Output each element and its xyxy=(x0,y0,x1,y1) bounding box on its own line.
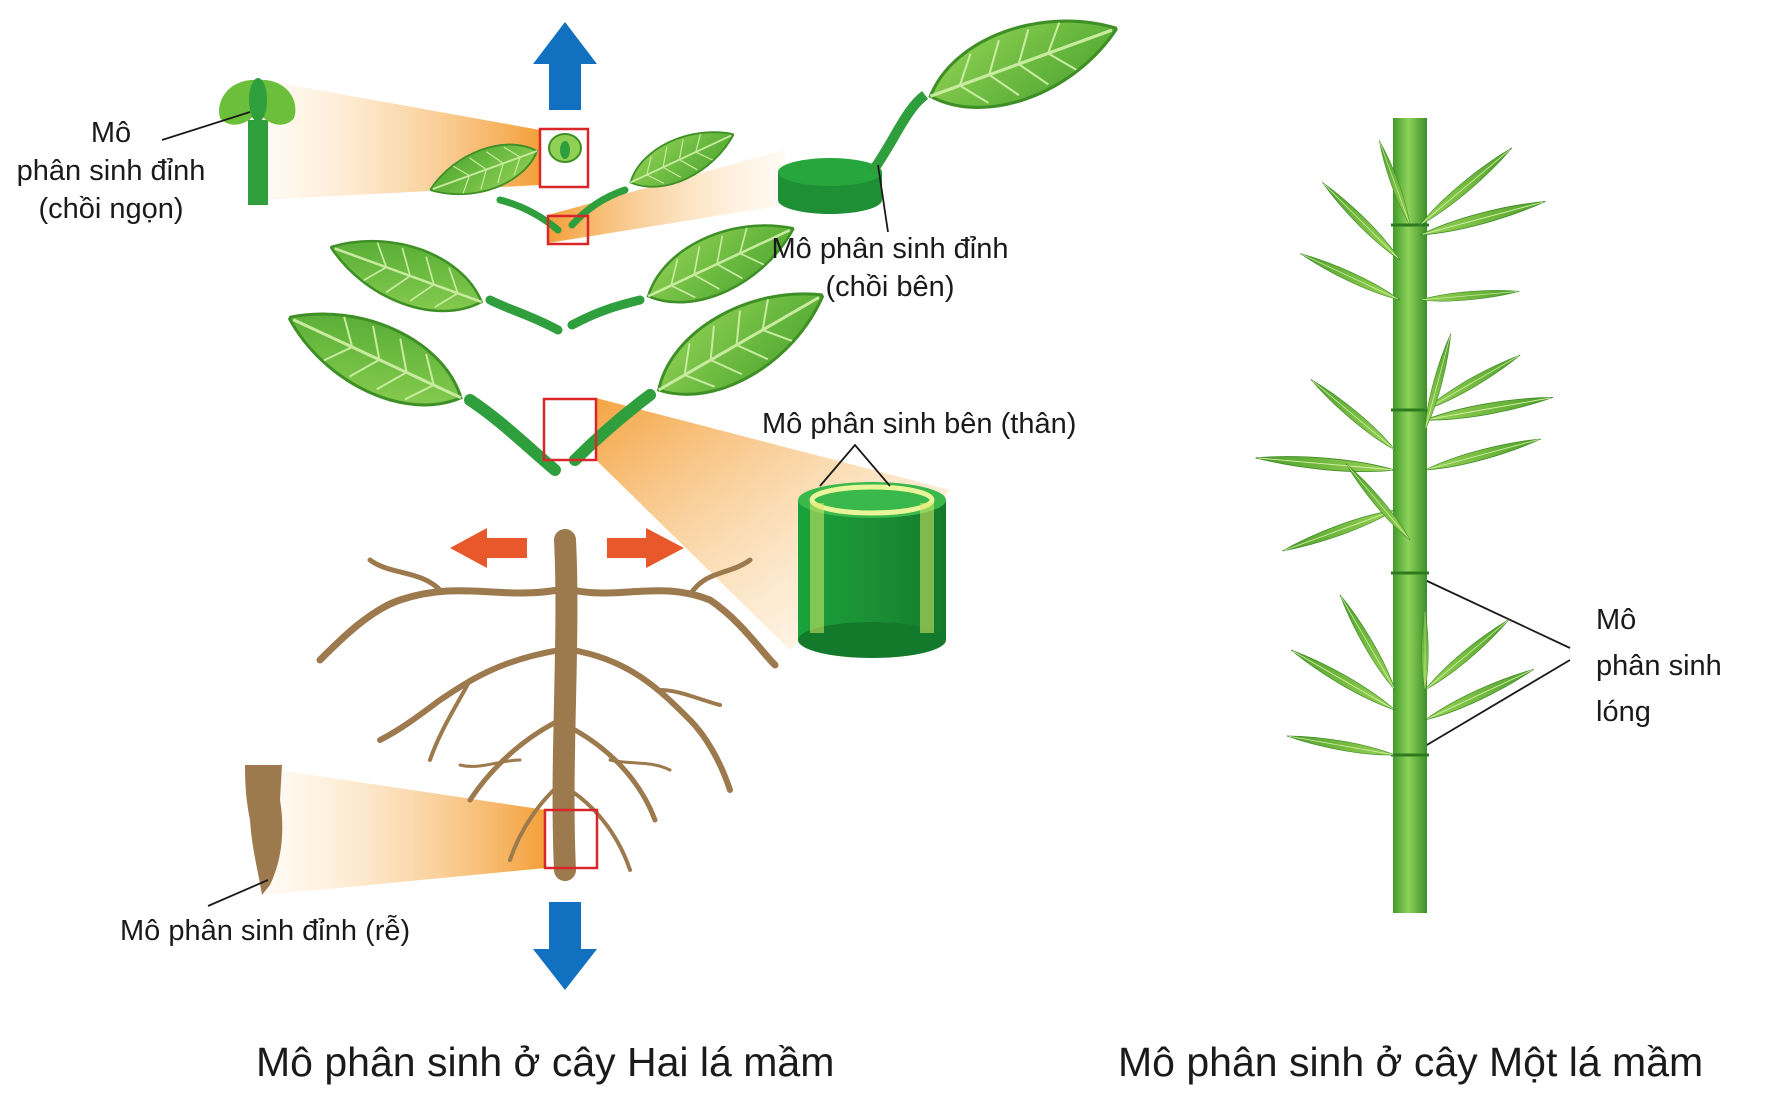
apex-bud xyxy=(548,133,582,163)
label-apical-shoot-line1: Mô xyxy=(90,117,132,149)
highlight-boxes xyxy=(538,127,599,870)
box-apical-shoot xyxy=(538,127,590,189)
label-apical-root: Mô phân sinh đỉnh (rễ) xyxy=(120,915,411,947)
callout-beam-root xyxy=(265,768,546,895)
label-apical-shoot-line2: phân sinh đỉnh xyxy=(16,155,206,187)
label-intercalary-line3: lóng xyxy=(1596,696,1651,728)
label-apical-lateral: Mô phân sinh đỉnh (chồi bên) xyxy=(745,230,1035,306)
inset-lateral-bud xyxy=(778,0,1131,214)
label-intercalary-line1: Mô xyxy=(1596,604,1637,636)
label-apical-lateral-line2: (chồi bên) xyxy=(825,271,955,303)
arrow-down xyxy=(533,902,597,990)
box-lateral-stem xyxy=(542,397,598,462)
label-apical-shoot: Mô phân sinh đỉnh (chồi ngọn) xyxy=(6,114,216,228)
arrow-up xyxy=(533,22,597,110)
callout-beam-lateral-bud xyxy=(548,150,785,243)
box-lateral-bud xyxy=(546,214,590,246)
arrow-right xyxy=(607,528,684,568)
label-apical-lateral-line1: Mô phân sinh đỉnh xyxy=(771,233,1009,265)
root-system xyxy=(316,529,779,881)
inset-stem-cylinder xyxy=(798,482,946,658)
growth-arrows xyxy=(450,22,684,990)
bamboo-plant xyxy=(1254,118,1555,913)
caption-dicot: Mô phân sinh ở cây Hai lá mầm xyxy=(256,1039,835,1085)
leader-lines xyxy=(161,111,1571,907)
label-apical-shoot-line3: (chồi ngọn) xyxy=(38,193,184,225)
label-intercalary-line2: phân sinh xyxy=(1596,650,1722,682)
arrow-left xyxy=(450,528,527,568)
callout-beam-lateral-stem xyxy=(596,398,950,650)
caption-monocot: Mô phân sinh ở cây Một lá mầm xyxy=(1118,1039,1704,1085)
label-lateral-stem: Mô phân sinh bên (thân) xyxy=(762,408,1077,440)
inset-root-tip xyxy=(245,765,283,895)
label-intercalary: Mô phân sinh lóng xyxy=(1596,597,1722,735)
box-root-tip xyxy=(543,808,599,870)
